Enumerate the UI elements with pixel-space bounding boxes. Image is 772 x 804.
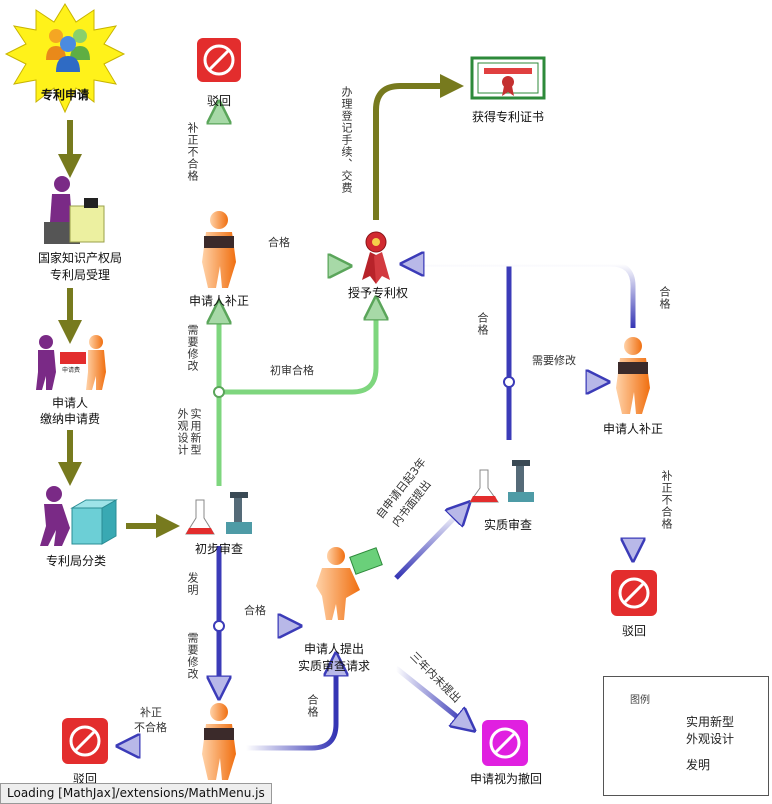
node-certificate: 获得专利证书 (471, 110, 545, 124)
edge-bottom-pass: 合格 (306, 694, 319, 718)
green-prelim-pass (219, 308, 376, 395)
node-reject-top: 驳回 (206, 94, 232, 108)
edge-correct-fail-bottom-1: 补正 (140, 706, 162, 719)
fee-card-text: 申请费 (62, 367, 81, 374)
edge-correct-pass-top: 合格 (268, 236, 290, 249)
legend-green-line2: 外观设计 (686, 732, 735, 746)
edge-utility-design: 实用新型外观设计 (176, 408, 202, 456)
reject-bottom-icon (62, 718, 108, 764)
blue-to-substantive (394, 510, 462, 580)
node-applicant-correct-right: 申请人补正 (602, 422, 664, 436)
node-request-line2: 实质审查请求 (297, 659, 371, 673)
node-office-line2: 专利局受理 (49, 268, 111, 282)
green-junction (213, 386, 225, 398)
node-withdraw: 申请视为撤回 (469, 772, 543, 786)
node-request-line1: 申请人提出 (303, 642, 365, 656)
node-reject-bottom: 驳回 (72, 772, 98, 786)
reject-right-icon (611, 570, 657, 616)
applicant-correct-right-icon (616, 337, 650, 414)
edge-need-modify-right: 需要修改 (532, 354, 576, 367)
node-classify: 专利局分类 (45, 554, 107, 568)
substantive-lab-icon (469, 460, 534, 503)
grant-ribbon-icon (362, 231, 390, 284)
edge-pass-right-mid: 合格 (476, 312, 489, 336)
legend-title: 图例 (630, 695, 650, 706)
edge-need-modify-bottom: 需要修改 (186, 632, 199, 680)
edge-need-modify-left: 需要修改 (186, 324, 199, 372)
node-applicant-correct-top: 申请人补正 (188, 294, 250, 308)
node-grant: 授予专利权 (347, 286, 409, 300)
edge-correct-fail-bottom-2: 不合格 (134, 721, 167, 734)
blue-junction-left (213, 620, 225, 632)
node-prelim: 初步审查 (194, 542, 244, 556)
fee-payment-icon (36, 335, 106, 390)
legend: 图例 实用新型 外观设计 发明 (603, 676, 769, 796)
node-fee-line2: 缴纳申请费 (39, 412, 101, 426)
edge-correct-fail-top: 补正不合格 (186, 122, 199, 182)
edge-register: 办理登记手续、交费 (340, 86, 353, 194)
arrow-grant-to-certificate (373, 74, 464, 220)
request-person-icon (316, 547, 383, 620)
blue-bottom-pass (246, 664, 336, 751)
node-substantive: 实质审查 (483, 518, 533, 532)
blue-junction-right (503, 376, 515, 388)
applicant-correct-top-icon (202, 211, 236, 288)
edge-prelim-pass: 初审合格 (270, 364, 314, 377)
office-clerk-icon (44, 176, 105, 244)
legend-blue: 发明 (686, 758, 711, 772)
legend-green-line1: 实用新型 (686, 715, 735, 729)
status-bar: Loading [MathJax]/extensions/MathMenu.js (0, 783, 272, 804)
edge-invention: 发明 (186, 572, 199, 596)
edge-pass-right-top: 合格 (658, 286, 671, 310)
node-apply: 专利申请 (40, 88, 90, 102)
node-office-line1: 国家知识产权局 (37, 251, 123, 265)
blue-right-pass (412, 264, 636, 328)
withdraw-icon (482, 720, 528, 766)
classify-icon (40, 486, 118, 546)
edge-correct-fail-right: 补正不合格 (660, 470, 673, 530)
applicant-correct-bottom-icon (202, 703, 236, 780)
blue-to-withdraw (394, 666, 466, 724)
node-reject-right: 驳回 (621, 624, 647, 638)
reject-top-icon (197, 38, 241, 82)
edge-pass-to-request: 合格 (244, 604, 266, 617)
apply-burst-icon (4, 3, 126, 114)
prelim-lab-icon (185, 492, 252, 535)
node-fee-line1: 申请人 (51, 396, 89, 410)
certificate-icon (470, 56, 546, 100)
